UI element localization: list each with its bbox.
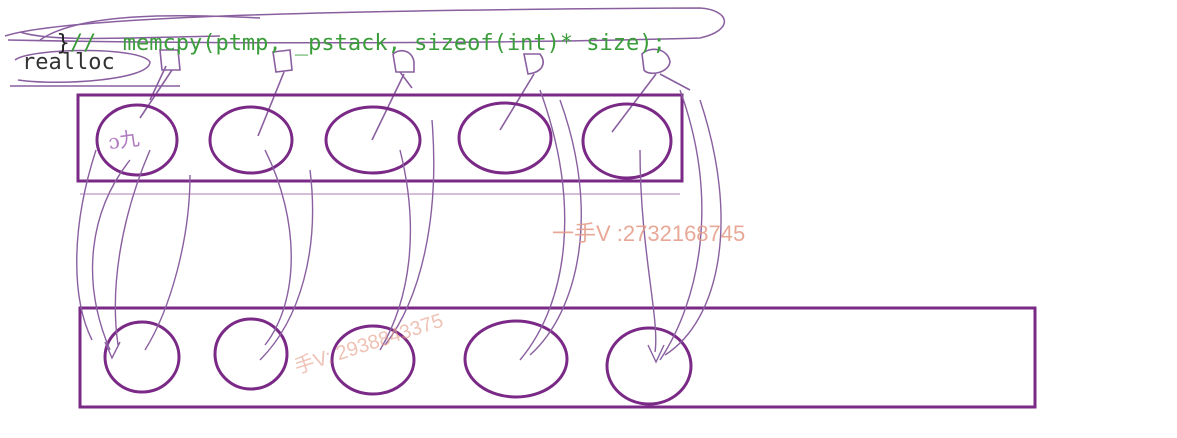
code-highlight-scribble (4, 7, 726, 87)
bottom-array-elements (103, 317, 693, 406)
top-array-elements (95, 101, 673, 180)
realloc-label: realloc (22, 50, 115, 75)
bottom-element-2 (213, 317, 289, 391)
bottom-array-box (78, 306, 1037, 409)
pointer-block-4 (523, 53, 544, 75)
watermark-top: 一手V :2732168745 (552, 221, 746, 246)
bottom-element-3 (330, 324, 416, 396)
pointer-block-1 (159, 49, 181, 71)
copy-arrows (76, 89, 722, 364)
bottom-element-1 (103, 320, 181, 394)
closing-brace: } (56, 31, 70, 56)
top-element-2 (208, 105, 294, 175)
top-array-box (76, 93, 684, 183)
memcpy-comment: // memcpy(ptmp, _pstack, sizeof(int)* si… (69, 31, 666, 56)
bottom-element-5 (605, 326, 693, 406)
code-comment-line: }// memcpy(ptmp, _pstack, sizeof(int)* s… (30, 6, 666, 56)
top-element-4 (457, 101, 553, 175)
top-element-3 (324, 105, 422, 175)
bottom-element-4 (463, 319, 569, 399)
top-element-5 (581, 102, 673, 180)
top-element-1 (95, 103, 179, 177)
pointer-block-3 (392, 49, 415, 73)
handwritten-annotation: ɔ九 (106, 125, 141, 155)
pointer-block-2 (272, 49, 293, 73)
pointer-block-5 (641, 48, 671, 75)
